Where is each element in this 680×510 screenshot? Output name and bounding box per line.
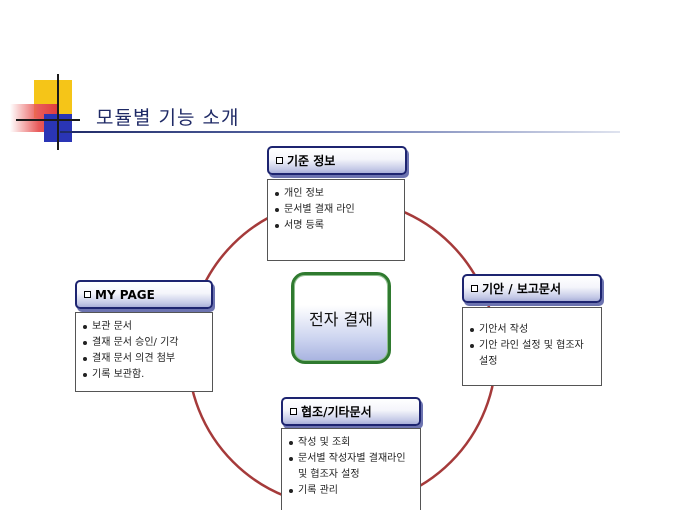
module-top-body: 개인 정보 문서별 결재 라인 서명 등록 [267,179,405,261]
deco-horizontal-line [16,119,80,121]
list-item: 개인 정보 [274,186,398,202]
module-right-body: 기안서 작성 기안 라인 설정 및 협조자 설정 [462,307,602,386]
module-left-header: MY PAGE [75,280,213,309]
module-left-body: 보관 문서 결재 문서 승인/ 기각 결재 문서 의견 첨부 기록 보관함. [75,312,213,392]
list-item: 결재 문서 의견 첨부 [82,351,206,367]
module-right-title: 기안 / 보고문서 [482,282,561,296]
list-item: 기록 관리 [288,483,414,499]
list-item: 기안서 작성 [469,322,595,338]
list-item: 문서별 결재 라인 [274,202,398,218]
module-right-header: 기안 / 보고문서 [462,274,602,303]
checkbox-icon [84,291,91,298]
module-bottom-title: 협조/기타문서 [301,405,372,419]
list-item: 서명 등록 [274,218,398,234]
list-item: 보관 문서 [82,319,206,335]
list-item: 기록 보관함. [82,367,206,383]
list-item: 문서별 작성자별 결재라인 및 협조자 설정 [288,451,414,483]
title-divider [60,131,620,133]
module-left-title: MY PAGE [95,287,155,302]
module-top-title: 기준 정보 [287,154,336,168]
checkbox-icon [276,157,283,164]
list-item: 작성 및 조회 [288,435,414,451]
checkbox-icon [471,285,478,292]
deco-vertical-line [57,74,59,150]
module-bottom-header: 협조/기타문서 [281,397,421,426]
checkbox-icon [290,408,297,415]
module-top-header: 기준 정보 [267,146,407,175]
list-item: 기안 라인 설정 및 협조자 설정 [469,338,595,370]
page-title: 모듈별 기능 소개 [96,107,240,129]
list-item: 결재 문서 승인/ 기각 [82,335,206,351]
center-node: 전자 결재 [291,272,391,364]
module-bottom-body: 작성 및 조회 문서별 작성자별 결재라인 및 협조자 설정 기록 관리 [281,428,421,510]
center-label: 전자 결재 [309,310,373,329]
